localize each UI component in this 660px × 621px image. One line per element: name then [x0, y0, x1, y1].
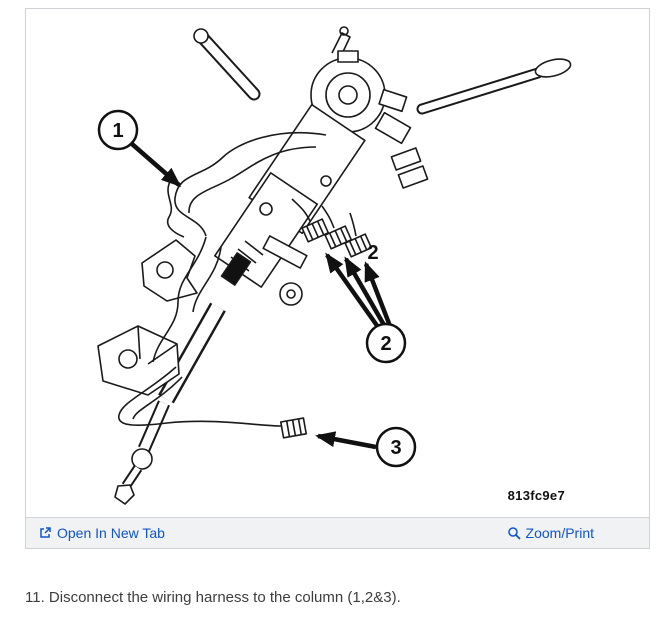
magnifier-icon: [507, 526, 521, 540]
callout-3: 3: [375, 426, 417, 468]
instruction-text: 11. Disconnect the wiring harness to the…: [25, 589, 401, 606]
callout-2-label: 2: [380, 333, 391, 355]
callout-2: 2: [365, 322, 407, 364]
callout-3-label: 3: [390, 437, 401, 459]
column-connectors: [291, 198, 373, 258]
figure-viewer-panel: 1 2 2 3 813fc9e7: [25, 8, 650, 549]
callout-2-inline-label: 2: [367, 242, 378, 264]
lower-connector: [279, 417, 308, 439]
steering-column-diagram: 1 2 2 3: [97, 26, 572, 505]
steering-column-art: [97, 26, 572, 505]
wiring-harness: [118, 131, 327, 427]
figure-toolbar: Open In New Tab Zoom/Print: [26, 517, 649, 548]
zoom-print-label: Zoom/Print: [525, 525, 594, 541]
callout-2-arrow-b: [344, 256, 386, 327]
figure-id: 813fc9e7: [507, 488, 565, 503]
open-in-new-tab-link[interactable]: Open In New Tab: [38, 525, 165, 541]
open-in-new-tab-label: Open In New Tab: [57, 525, 165, 541]
figure-area: 1 2 2 3 813fc9e7: [26, 9, 649, 517]
zoom-print-link[interactable]: Zoom/Print: [507, 525, 594, 541]
callout-arrows: [130, 142, 393, 450]
callout-2-arrow-c: [363, 261, 393, 327]
callout-1-arrow: [130, 142, 182, 187]
callout-1-label: 1: [112, 120, 123, 142]
callout-1: 1: [97, 109, 139, 151]
open-in-new-tab-icon: [38, 526, 52, 540]
callout-2-arrow-a: [325, 252, 380, 329]
callout-3-arrow: [315, 431, 377, 450]
